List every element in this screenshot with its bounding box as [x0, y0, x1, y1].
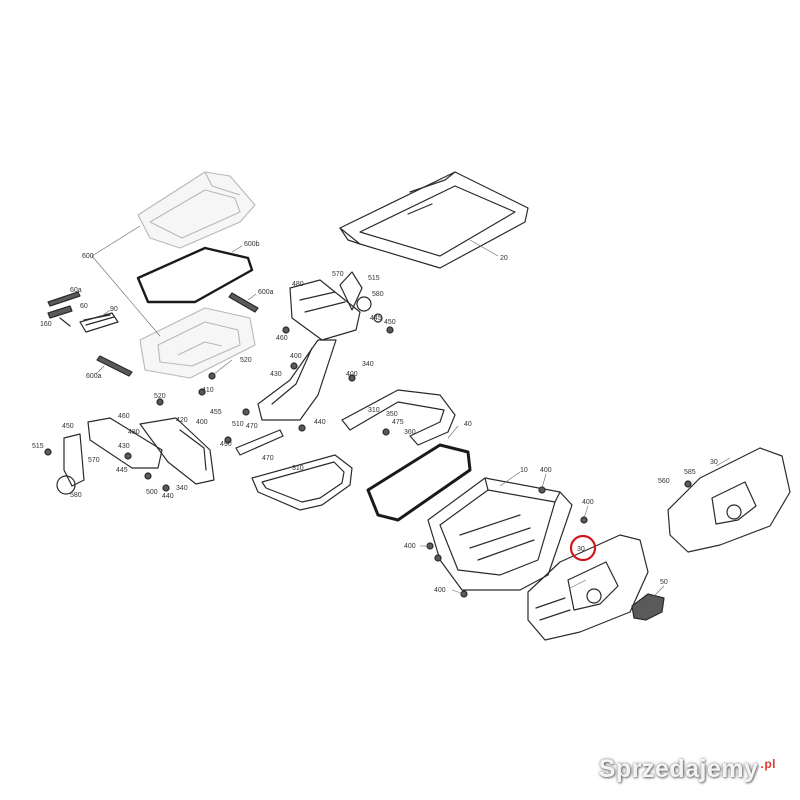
callout-label: 515: [32, 443, 44, 450]
cover-panel-30-rear: [667, 447, 791, 553]
callout-label: 570: [88, 457, 100, 464]
callout-label: 430: [118, 443, 130, 450]
callout-label: 440: [162, 493, 174, 500]
gasket-40-part: [366, 443, 472, 522]
callout-label: 600: [82, 253, 94, 260]
callout-label: 440: [314, 419, 326, 426]
watermark-text: Sprzedajemy: [598, 755, 759, 783]
seat-cover-part: [137, 171, 256, 249]
cover-panel-30-front: [527, 534, 649, 641]
callout-label: 340: [176, 485, 188, 492]
callout-label: 30: [710, 459, 718, 466]
callout-label: 475: [392, 419, 404, 426]
callout-label: 490: [220, 441, 232, 448]
callout-label: 350: [386, 411, 398, 418]
callout-label: 400: [434, 587, 446, 594]
callout-label: 450: [384, 319, 396, 326]
highlight-circle: [569, 534, 597, 562]
callout-label: 480: [292, 281, 304, 288]
callout-label: 570: [332, 271, 344, 278]
callout-label: 500: [146, 489, 158, 496]
callout-label: 510: [232, 421, 244, 428]
latch-part-50: [631, 593, 665, 621]
callout-label: 445: [116, 467, 128, 474]
callout-label: 560: [658, 478, 670, 485]
callout-label: 400: [196, 419, 208, 426]
callout-label: 455: [210, 409, 222, 416]
callout-labels: 600 600b 600a 600a 60a 60 90 160 520 520…: [32, 241, 718, 594]
watermark-logo: Sprzedajemy.pl: [599, 755, 778, 784]
storage-tray-part: [139, 307, 256, 379]
grab-handle-310-parts: [251, 389, 456, 511]
callout-label: 400: [404, 543, 416, 550]
callout-label: 400: [290, 353, 302, 360]
callout-label: 400: [582, 499, 594, 506]
strap-600a-parts: [96, 292, 259, 377]
callout-label: 310: [292, 465, 304, 472]
gasket-600b-part: [136, 246, 254, 304]
callout-label: 160: [40, 321, 52, 328]
callout-label: 470: [246, 423, 258, 430]
callout-label: 580: [372, 291, 384, 298]
callout-label: 520: [154, 393, 166, 400]
callout-label: 10: [520, 467, 528, 474]
callout-label: 50: [660, 579, 668, 586]
callout-label: 410: [202, 387, 214, 394]
callout-label: 360: [404, 429, 416, 436]
callout-label: 340: [362, 361, 374, 368]
callout-label: 600a: [258, 289, 274, 296]
seat-bracket-assembly: [257, 271, 363, 421]
callout-label: 30: [577, 546, 585, 553]
callout-label: 310: [368, 407, 380, 414]
storage-bin-part-10: [427, 477, 573, 591]
callout-label: 400: [540, 467, 552, 474]
callout-label: 585: [684, 469, 696, 476]
callout-label: 470: [262, 455, 274, 462]
callout-label: 600b: [244, 241, 260, 248]
callout-label: 450: [62, 423, 74, 430]
callout-label: 420: [176, 417, 188, 424]
callout-label: 60a: [70, 287, 82, 294]
callout-label: 60: [80, 303, 88, 310]
left-bracket-assembly: [56, 417, 284, 495]
leader-lines: [59, 225, 731, 597]
callout-label: 480: [128, 429, 140, 436]
callout-label: 445: [370, 315, 382, 322]
upper-frame-part-20: [339, 171, 529, 269]
callout-label: 430: [270, 371, 282, 378]
fasteners: [44, 296, 692, 598]
callout-label: 515: [368, 275, 380, 282]
callout-label: 600a: [86, 373, 102, 380]
callout-label: 40: [464, 421, 472, 428]
small-parts-cluster: [47, 291, 119, 333]
callout-label: 460: [276, 335, 288, 342]
callout-label: 20: [500, 255, 508, 262]
callout-label: 400: [346, 371, 358, 378]
callout-label: 580: [70, 492, 82, 499]
callout-label: 90: [110, 306, 118, 313]
callout-label: 520: [240, 357, 252, 364]
callout-label: 460: [118, 413, 130, 420]
watermark-suffix: .pl: [758, 756, 778, 771]
